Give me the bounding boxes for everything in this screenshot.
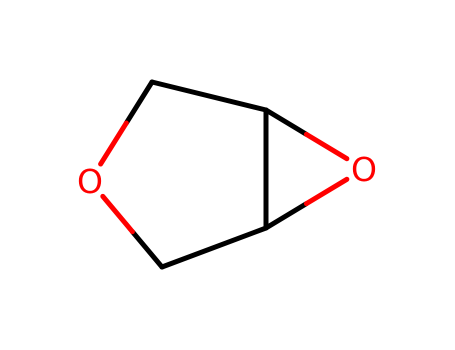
bond-C2-O1-a <box>129 229 165 270</box>
bond-C1-O1-b <box>98 120 129 167</box>
bond-C1-C3 <box>149 79 269 113</box>
atom-label-O1: O <box>77 162 103 201</box>
bond-layer <box>98 79 350 270</box>
bond-C1-O1-a <box>123 79 155 126</box>
bond-C2-O1-b <box>100 193 135 235</box>
bond-C3-O2-b <box>303 131 350 162</box>
bond-C4-O2-a <box>263 201 309 231</box>
atom-label-layer: O O <box>77 150 377 201</box>
bond-C4-O2-b <box>303 176 350 207</box>
atom-label-O2: O <box>351 150 377 189</box>
bond-C4-C2 <box>159 225 269 270</box>
bond-C3-O2-a <box>263 107 309 137</box>
